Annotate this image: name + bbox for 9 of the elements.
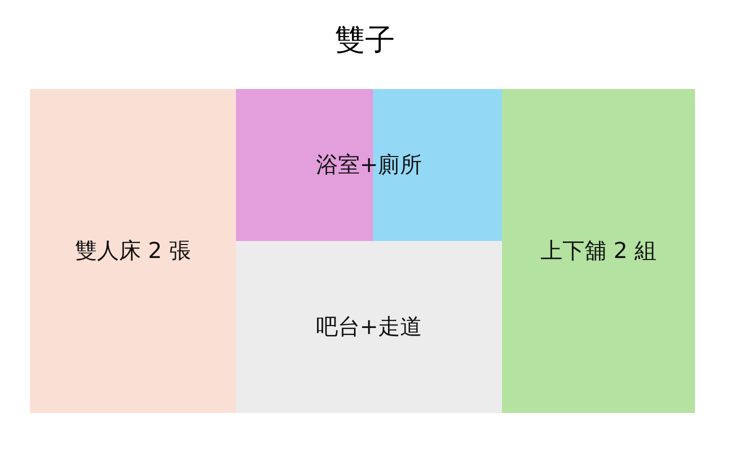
- bedroom-area: [30, 89, 236, 413]
- plan-title: 雙子: [335, 23, 395, 58]
- bar-corridor-area: [236, 241, 502, 413]
- bunk-bed-area: [502, 89, 695, 413]
- room-label: 雙人床 2 張: [75, 238, 191, 266]
- bathroom-area: [236, 89, 502, 241]
- room-label: 吧台+走道: [316, 314, 422, 342]
- room-label: 浴室+廁所: [316, 152, 422, 180]
- room-label: 上下舖 2 組: [540, 238, 656, 266]
